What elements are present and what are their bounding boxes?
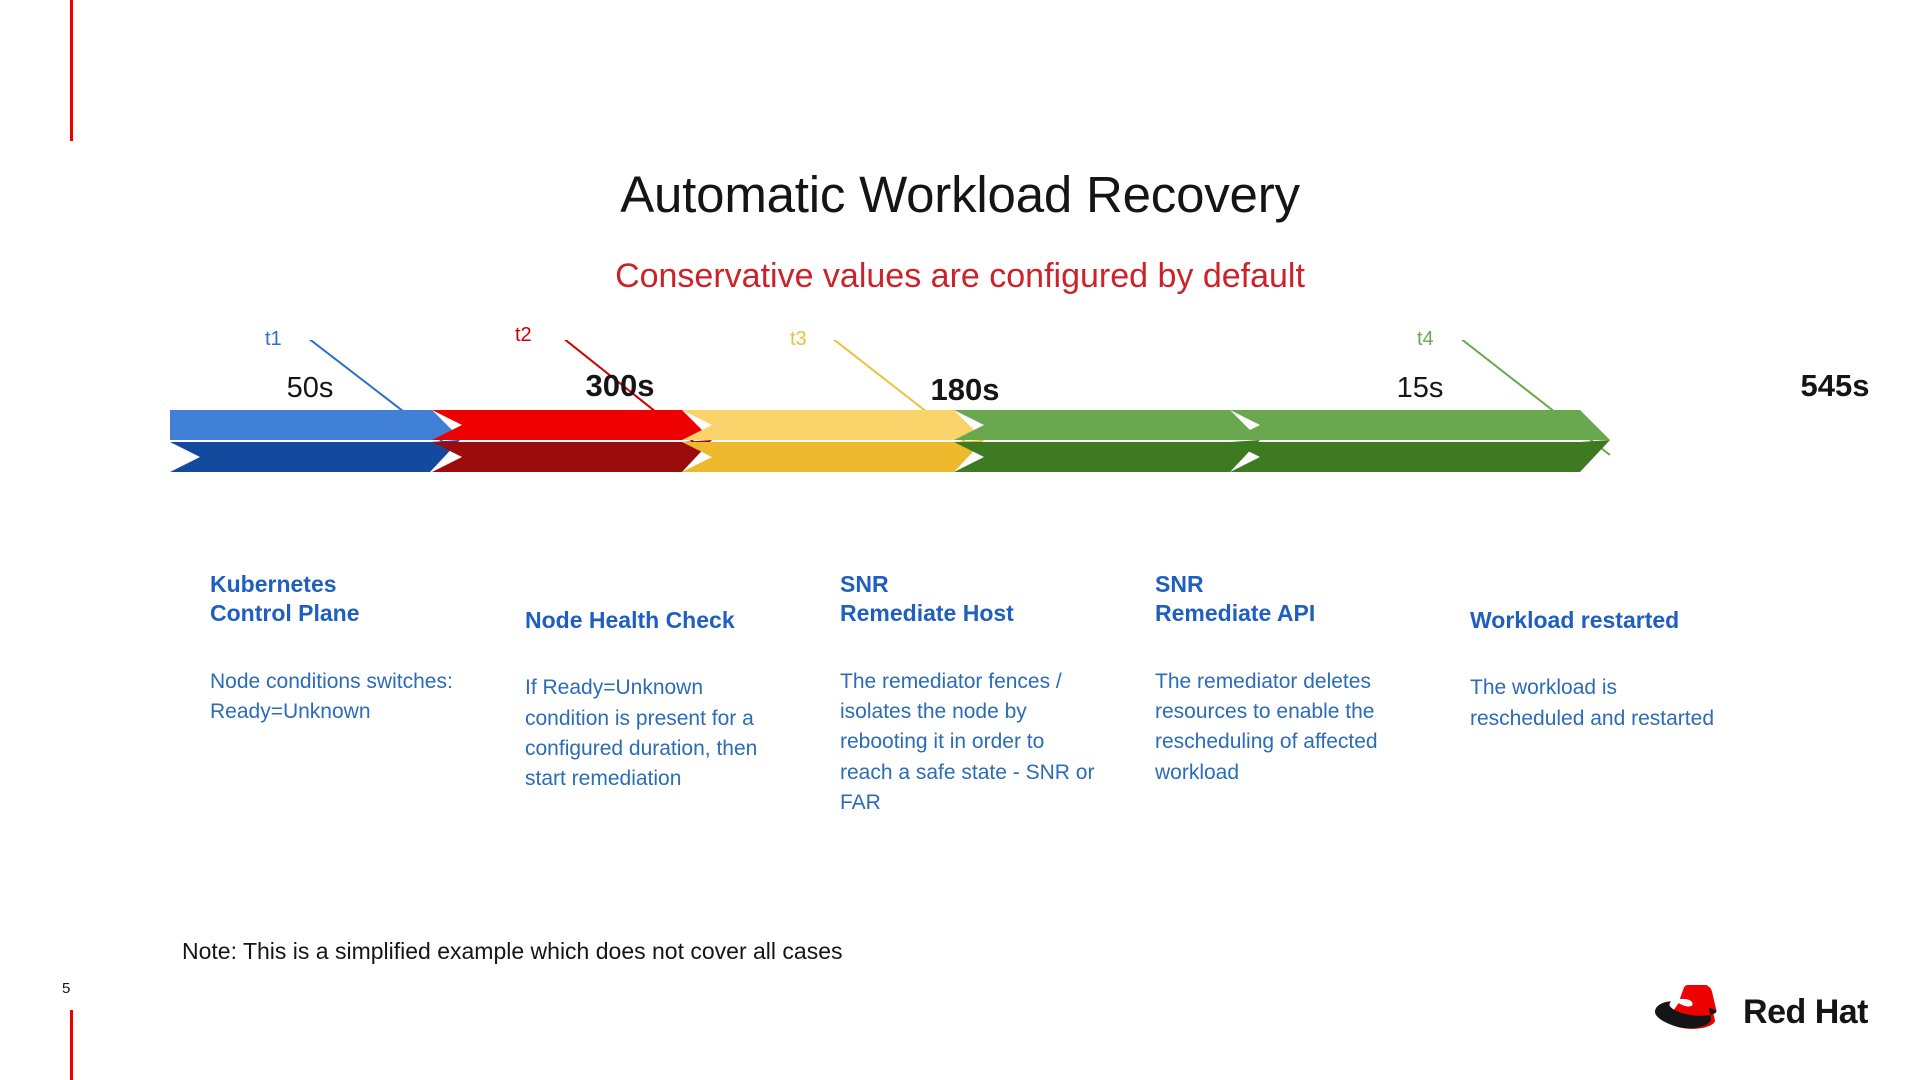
timeline-chevrons — [170, 340, 1611, 472]
page-number: 5 — [62, 980, 71, 997]
stage-column-snr-remediate-host: SNR Remediate Host The remediator fences… — [840, 570, 1095, 818]
stage-body: The remediator deletes resources to enab… — [1155, 669, 1378, 784]
page-title: Automatic Workload Recovery — [620, 166, 1300, 223]
slide-note: Note: This is a simplified example which… — [182, 938, 843, 964]
timeline-segment-snr-remediate-api — [954, 410, 1260, 472]
stage-heading: Kubernetes Control Plane — [210, 571, 360, 627]
page-subtitle: Conservative values are configured by de… — [615, 257, 1305, 295]
left-accent-line-bottom — [70, 1010, 73, 1080]
timeline-segment-snr-remediate-host — [682, 410, 984, 472]
recovery-timeline: t1 t2 t3 t4 50s 300s 180s 15s 545s — [170, 324, 1869, 570]
tick-label-t4: t4 — [1417, 328, 1434, 350]
stage-column-kubernetes-control-plane: Kubernetes Control Plane Node conditions… — [210, 570, 460, 727]
stage-heading: SNR Remediate API — [1155, 571, 1316, 627]
tick-label-t1: t1 — [265, 328, 282, 350]
duration-label-180s: 180s — [930, 372, 1000, 407]
timeline-segment-node-health-check — [432, 410, 712, 472]
tick-label-t3: t3 — [790, 328, 807, 350]
duration-label-50s: 50s — [286, 372, 334, 404]
left-accent-line-top — [70, 0, 73, 141]
stage-column-snr-remediate-api: SNR Remediate API The remediator deletes… — [1155, 570, 1410, 788]
redhat-logo: Red Hat — [1655, 985, 1868, 1039]
stage-heading: Workload restarted — [1470, 607, 1680, 633]
stage-column-node-health-check: Node Health Check If Ready=Unknown condi… — [525, 570, 775, 794]
duration-label-300s: 300s — [585, 368, 655, 403]
redhat-fedora-icon — [1655, 985, 1717, 1029]
tick-label-t2: t2 — [515, 324, 532, 346]
stage-heading: Node Health Check — [525, 607, 735, 633]
stage-descriptions: Kubernetes Control Plane Node conditions… — [170, 570, 1790, 860]
stage-body: If Ready=Unknown condition is present fo… — [525, 676, 758, 791]
stage-heading: SNR Remediate Host — [840, 571, 1014, 627]
stage-body: The workload is rescheduled and restarte… — [1470, 676, 1714, 730]
stage-body: Node conditions switches: Ready=Unknown — [210, 669, 453, 724]
timeline-segment-workload-restarted — [1230, 410, 1610, 472]
stage-column-workload-restarted: Workload restarted The workload is resch… — [1470, 570, 1720, 734]
duration-label-15s: 15s — [1396, 372, 1444, 404]
duration-label-545s: 545s — [1800, 368, 1870, 403]
redhat-wordmark: Red Hat — [1743, 992, 1868, 1031]
stage-body: The remediator fences / isolates the nod… — [840, 669, 1095, 814]
timeline-segment-kubernetes-control-plane — [170, 410, 462, 472]
